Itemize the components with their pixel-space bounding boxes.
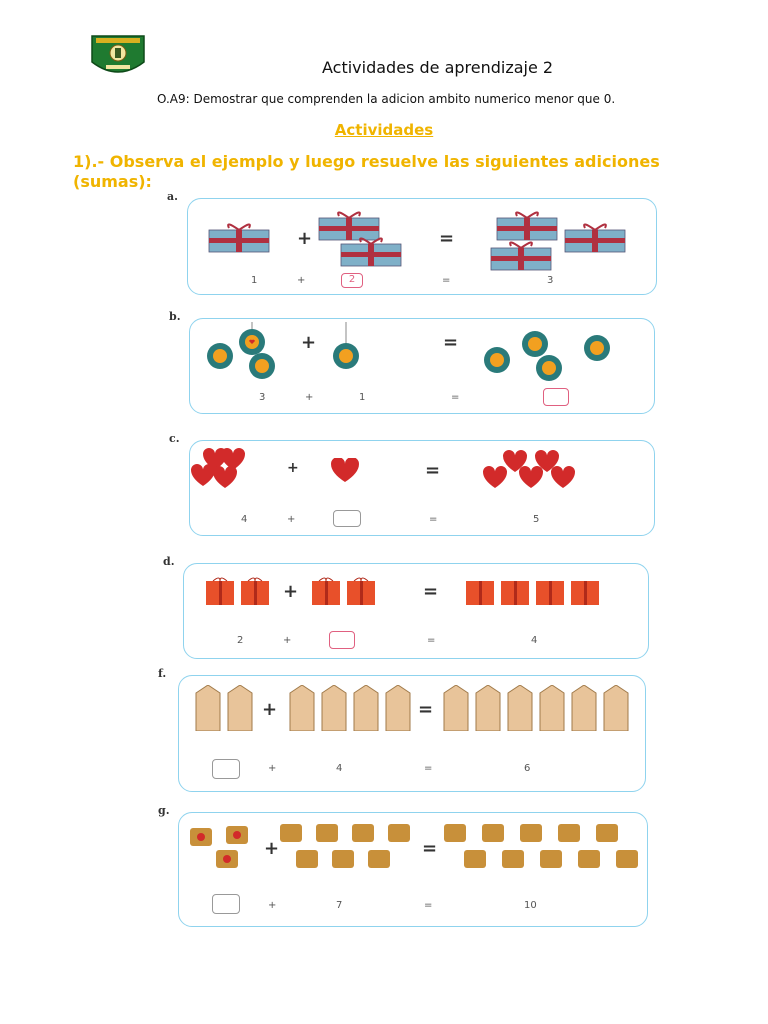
exercise-frame (187, 198, 657, 295)
equals-sign: = (422, 838, 438, 859)
heart-icon (331, 458, 359, 482)
exercise-letter: a. (167, 190, 178, 203)
answer-box[interactable] (329, 631, 355, 649)
gift-box-icon (208, 223, 270, 253)
sum-result: 10 (524, 900, 537, 911)
building-icon (195, 685, 253, 731)
exercise-frame (183, 563, 649, 659)
addend-left: 4 (241, 514, 248, 525)
plus-small: + (287, 514, 296, 525)
equals-small: = (451, 392, 460, 403)
exercise-frame (178, 812, 648, 927)
exercise-f: f. + = + 4 = 6 (158, 667, 646, 792)
mug-icon (444, 824, 638, 868)
answer-box[interactable] (212, 894, 240, 914)
building-icon (443, 685, 629, 731)
equals-small: = (429, 514, 438, 525)
exercise-letter: f. (158, 667, 167, 680)
present-icon (466, 581, 599, 605)
plus-small: + (297, 275, 306, 286)
exercise-frame (189, 318, 655, 414)
plus-small: + (283, 635, 292, 646)
equals-sign: = (418, 699, 434, 720)
gift-box-icon (318, 211, 380, 241)
equals-small: = (424, 900, 433, 911)
learning-objective: O.A9: Demostrar que comprenden la adicio… (157, 92, 616, 106)
answer-value: 2 (348, 274, 356, 285)
sum-result: 4 (531, 635, 538, 646)
exercise-letter: c. (169, 432, 180, 445)
equals-sign: = (443, 332, 459, 353)
exercise-letter: d. (163, 555, 175, 568)
section-heading: Actividades (334, 121, 434, 139)
plus-sign: + (264, 838, 280, 859)
addend-left: 2 (237, 635, 244, 646)
instruction-text: 1).- Observa el ejemplo y luego resuelve… (73, 152, 660, 191)
exercise-letter: g. (158, 804, 170, 817)
ornament-icon (484, 331, 610, 381)
present-icon (206, 577, 269, 605)
answer-box[interactable]: 2 (341, 273, 363, 288)
equals-small: = (427, 635, 436, 646)
plus-sign: + (301, 332, 317, 353)
sum-result: 3 (547, 275, 554, 286)
ornament-icon (333, 322, 359, 369)
answer-box[interactable] (212, 759, 240, 779)
present-icon (312, 577, 375, 605)
sum-result: 5 (533, 514, 540, 525)
exercise-a: a. + = 1 + 2 = 3 (167, 190, 657, 295)
equals-sign: = (423, 581, 439, 602)
equals-small: = (442, 275, 451, 286)
heart-icon (191, 448, 245, 488)
addend-right: 4 (336, 763, 343, 774)
plus-sign: + (283, 581, 299, 602)
school-logo (91, 35, 145, 73)
equals-small: = (424, 763, 433, 774)
answer-box[interactable] (333, 510, 361, 527)
gift-box-icon (340, 237, 402, 267)
plus-small: + (268, 763, 277, 774)
exercise-frame (189, 440, 655, 536)
exercise-d: d. + = 2 + = 4 (163, 555, 649, 659)
mug-icon (190, 826, 248, 868)
gift-box-icon (490, 241, 552, 271)
plus-small: + (305, 392, 314, 403)
heart-icon (483, 450, 575, 488)
plus-small: + (268, 900, 277, 911)
plus-sign: + (262, 699, 278, 720)
plus-sign: + (297, 228, 313, 249)
answer-box[interactable] (543, 388, 569, 406)
equals-sign: = (439, 228, 455, 249)
ornament-icon (207, 322, 275, 379)
exercise-b: b. + = 3 + 1 = (169, 310, 655, 414)
building-icon (289, 685, 411, 731)
mug-icon (280, 824, 410, 868)
page-title: Actividades de aprendizaje 2 (322, 58, 554, 77)
equals-sign: = (425, 460, 441, 481)
exercise-frame (178, 675, 646, 792)
addend-left: 3 (259, 392, 266, 403)
plus-sign: + (287, 460, 299, 476)
exercise-g: g. + = + 7 = 10 (158, 804, 648, 927)
addend-right: 1 (359, 392, 366, 403)
addend-left: 1 (251, 275, 258, 286)
gift-box-icon (496, 211, 558, 241)
gift-box-icon (564, 223, 626, 253)
exercise-c: c. + = 4 + = 5 (169, 432, 655, 536)
exercise-letter: b. (169, 310, 181, 323)
sum-result: 6 (524, 763, 531, 774)
addend-right: 7 (336, 900, 343, 911)
